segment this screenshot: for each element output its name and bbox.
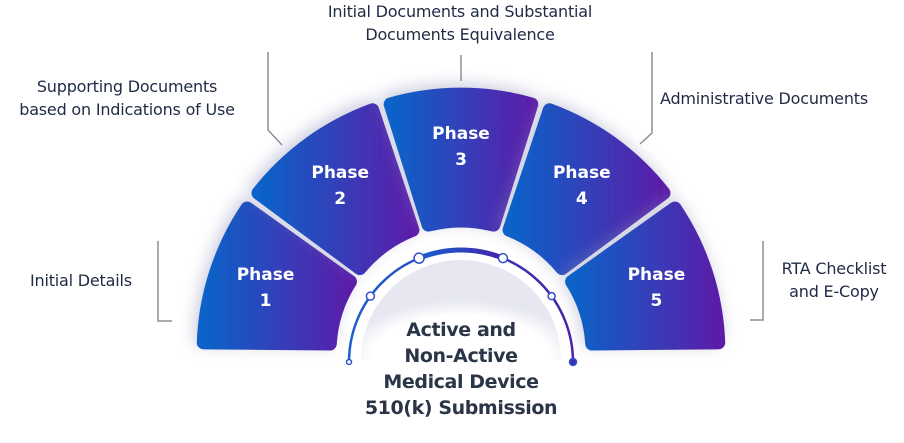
center-title-line: Active and bbox=[406, 319, 516, 341]
center-glow bbox=[361, 260, 561, 360]
phase-1-description-line: Initial Details bbox=[30, 271, 132, 290]
phase-number: 3 bbox=[455, 149, 467, 170]
phase-number: 2 bbox=[334, 188, 347, 209]
phase-word: Phase bbox=[236, 265, 295, 286]
phase-3-segment bbox=[383, 87, 539, 232]
center-title: Active and Non-Active Medical Device 510… bbox=[361, 317, 561, 421]
progress-milestone-dot bbox=[547, 291, 556, 301]
phase-5-description: RTA Checklist and E-Copy bbox=[770, 257, 898, 303]
phase-5-label: Phase 5 bbox=[596, 262, 716, 314]
progress-milestone-dot bbox=[365, 291, 376, 301]
phase-word: Phase bbox=[552, 162, 611, 183]
phase-2-description-line: Supporting Documents bbox=[36, 77, 218, 96]
phase-number: 1 bbox=[259, 291, 272, 312]
phase-4-description-line: Administrative Documents bbox=[660, 89, 868, 108]
phase-2-connector-line bbox=[267, 52, 283, 146]
progress-arc-highlight bbox=[418, 247, 504, 261]
phase-5-description-line: and E-Copy bbox=[789, 282, 879, 301]
center-title-line: Non-Active bbox=[404, 345, 518, 367]
phase-word: Phase bbox=[627, 265, 686, 286]
center-title-line: Medical Device bbox=[383, 371, 539, 393]
progress-milestone-dot bbox=[568, 357, 578, 367]
phase-3-description-line: Initial Documents and Substantial bbox=[327, 2, 593, 21]
phase-number: 4 bbox=[575, 188, 588, 209]
phase-3-description-line: Documents Equivalence bbox=[365, 25, 555, 44]
phase-1-connector-line bbox=[157, 241, 172, 322]
phase-2-label: Phase 2 bbox=[280, 160, 400, 212]
phase-5-connector-line bbox=[750, 241, 764, 321]
phase-3-description: Initial Documents and Substantial Docume… bbox=[290, 0, 630, 46]
phase-word: Phase bbox=[311, 162, 370, 183]
connector-lines bbox=[157, 52, 764, 322]
phase-4-description: Administrative Documents bbox=[660, 87, 868, 110]
phase-word: Phase bbox=[432, 123, 490, 144]
phase-2-description: Supporting Documents based on Indication… bbox=[2, 75, 252, 121]
phase-2-segment bbox=[251, 103, 420, 276]
phase-1-label: Phase 1 bbox=[206, 262, 326, 314]
phase-number: 5 bbox=[650, 291, 663, 312]
phase-2-description-line: based on Indications of Use bbox=[19, 100, 235, 119]
phase-segments bbox=[196, 87, 726, 351]
progress-milestone-dot bbox=[413, 252, 425, 264]
phase-1-segment bbox=[196, 201, 357, 351]
progress-milestone-dot bbox=[345, 358, 353, 366]
phase-5-segment bbox=[565, 201, 726, 351]
phase-4-segment bbox=[502, 103, 671, 276]
phase-1-description: Initial Details bbox=[30, 269, 132, 292]
phase-5-description-line: RTA Checklist bbox=[781, 259, 887, 278]
phase-4-connector-line bbox=[639, 52, 653, 145]
center-title-line: 510(k) Submission bbox=[364, 397, 558, 419]
phase-3-label: Phase 3 bbox=[401, 121, 521, 173]
phase-4-label: Phase 4 bbox=[522, 160, 642, 212]
progress-milestone-dot bbox=[497, 252, 509, 264]
progress-arc bbox=[345, 247, 578, 367]
